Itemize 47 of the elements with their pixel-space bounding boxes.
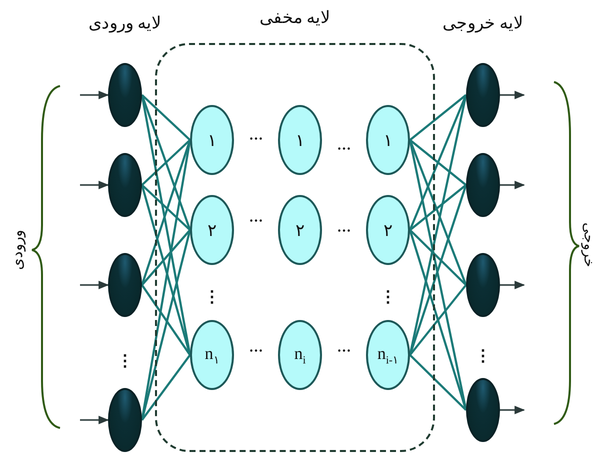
neuron-label: ۱	[384, 130, 392, 150]
neuron-label: ۲	[384, 220, 392, 240]
neuron-label: n$_{i}$	[294, 344, 306, 366]
connection-line	[408, 140, 468, 286]
layer-heading: لایه خروجی	[442, 14, 524, 34]
arrow	[500, 180, 526, 190]
connection-line	[409, 184, 467, 231]
side-label: خروجی	[580, 222, 596, 268]
connection-line	[141, 94, 191, 141]
ellipsis-mark: ⋮	[380, 289, 396, 307]
connection-line	[141, 184, 191, 231]
ellipsis-mark: …	[337, 220, 351, 236]
neuron-label: ۱	[208, 130, 216, 150]
connection-line	[409, 139, 467, 186]
neuron-label: ۲	[208, 220, 216, 240]
layer-heading: لایه ورودی	[88, 14, 162, 34]
arrow	[80, 416, 110, 424]
ellipsis-mark: …	[337, 138, 351, 154]
connection-line	[141, 229, 191, 286]
arrow	[80, 180, 110, 190]
arrow	[80, 90, 110, 100]
connection-line	[409, 229, 467, 286]
ellipsis-mark: …	[337, 340, 351, 356]
connection-line	[141, 284, 191, 356]
ellipsis-mark: …	[249, 210, 263, 226]
connection-line	[408, 94, 468, 230]
neuron-label: ۱	[296, 130, 304, 150]
connection-line	[141, 139, 191, 186]
arrow	[500, 90, 526, 100]
neuron-label: ۲	[296, 220, 304, 240]
connection-line	[408, 230, 468, 410]
ellipsis-mark: ⋮	[475, 348, 491, 366]
arrow	[80, 280, 110, 290]
side-label: ورودی	[10, 230, 26, 270]
arrow	[500, 280, 526, 290]
connection-line	[140, 230, 192, 420]
ellipsis-mark: …	[249, 340, 263, 356]
connection-line	[409, 354, 467, 411]
connection-line	[140, 140, 192, 286]
ellipsis-mark: …	[249, 128, 263, 144]
arrow	[500, 406, 526, 414]
ellipsis-mark: ⋮	[117, 353, 133, 371]
connection-line	[409, 94, 467, 141]
connection-line	[140, 94, 192, 230]
connection-line	[409, 284, 467, 356]
connection-line	[141, 354, 191, 421]
ellipsis-mark: ⋮	[204, 289, 220, 307]
